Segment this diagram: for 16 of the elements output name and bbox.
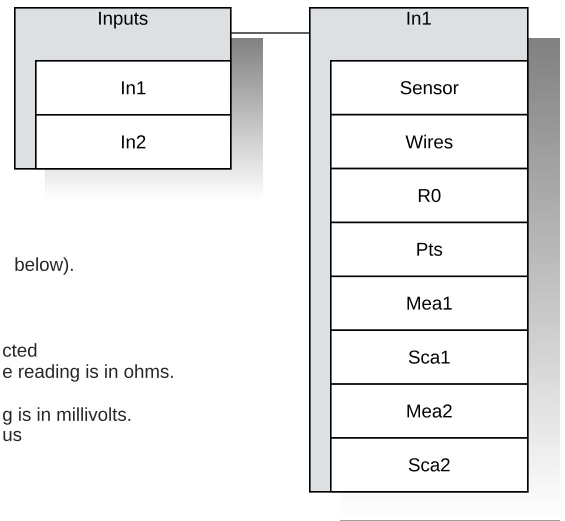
field-row: Sca2: [330, 437, 529, 493]
text-line: below).: [15, 257, 73, 275]
field-row: Sca1: [330, 329, 529, 385]
text-line: g is in millivolts.: [3, 407, 130, 425]
field-row: R0: [330, 168, 529, 224]
connector-line: [232, 32, 309, 34]
field-row: In1: [35, 60, 232, 116]
field-row: Pts: [330, 222, 529, 278]
field-row: Wires: [330, 114, 529, 170]
field-row: Mea1: [330, 276, 529, 331]
text-line: cted: [3, 343, 36, 357]
text-line: us: [3, 430, 22, 442]
field-row: Sensor: [330, 60, 529, 116]
text-line: e reading is in ohms.: [3, 364, 173, 382]
field-row: In2: [35, 114, 232, 170]
field-row: Mea2: [330, 383, 529, 439]
